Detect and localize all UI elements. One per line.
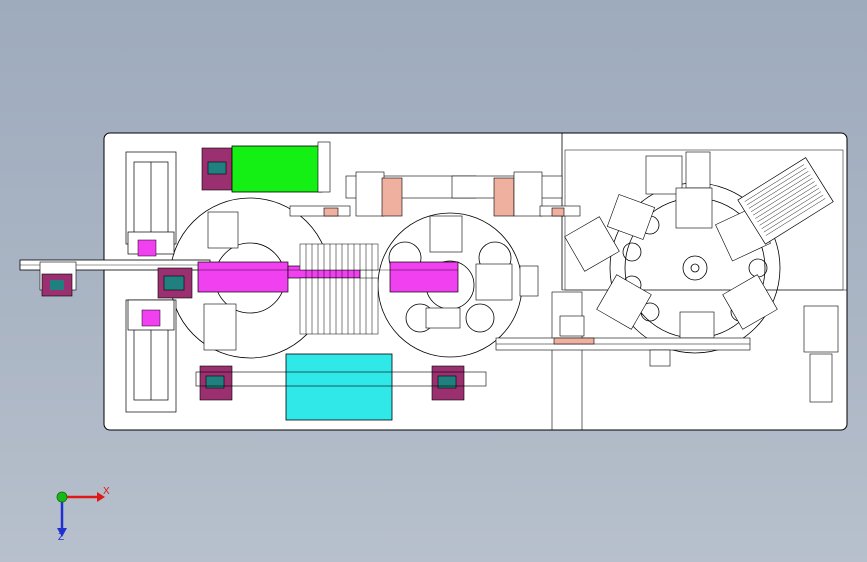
magenta-gripper-upper xyxy=(137,239,157,257)
infeed-rail xyxy=(19,259,211,297)
x-axis-label: X xyxy=(103,486,110,497)
top-cylinder-units xyxy=(289,171,581,217)
output-rail xyxy=(495,305,839,403)
green-plate-rail xyxy=(317,141,331,193)
left-upper-module xyxy=(125,151,177,255)
lower-linear-rail xyxy=(195,371,487,387)
green-plate xyxy=(231,145,323,193)
magenta-gripper-lower xyxy=(141,309,161,327)
station-blocks xyxy=(203,151,778,351)
coordinate-triad xyxy=(56,491,105,537)
z-axis-label: Z xyxy=(58,532,65,543)
magenta-transfer-bar xyxy=(197,261,459,293)
comb-gripper xyxy=(299,243,379,335)
purple-fixtures xyxy=(157,147,465,401)
hatched-feeder xyxy=(737,157,834,245)
cyan-plate xyxy=(285,353,393,421)
left-lower-module xyxy=(125,299,177,413)
